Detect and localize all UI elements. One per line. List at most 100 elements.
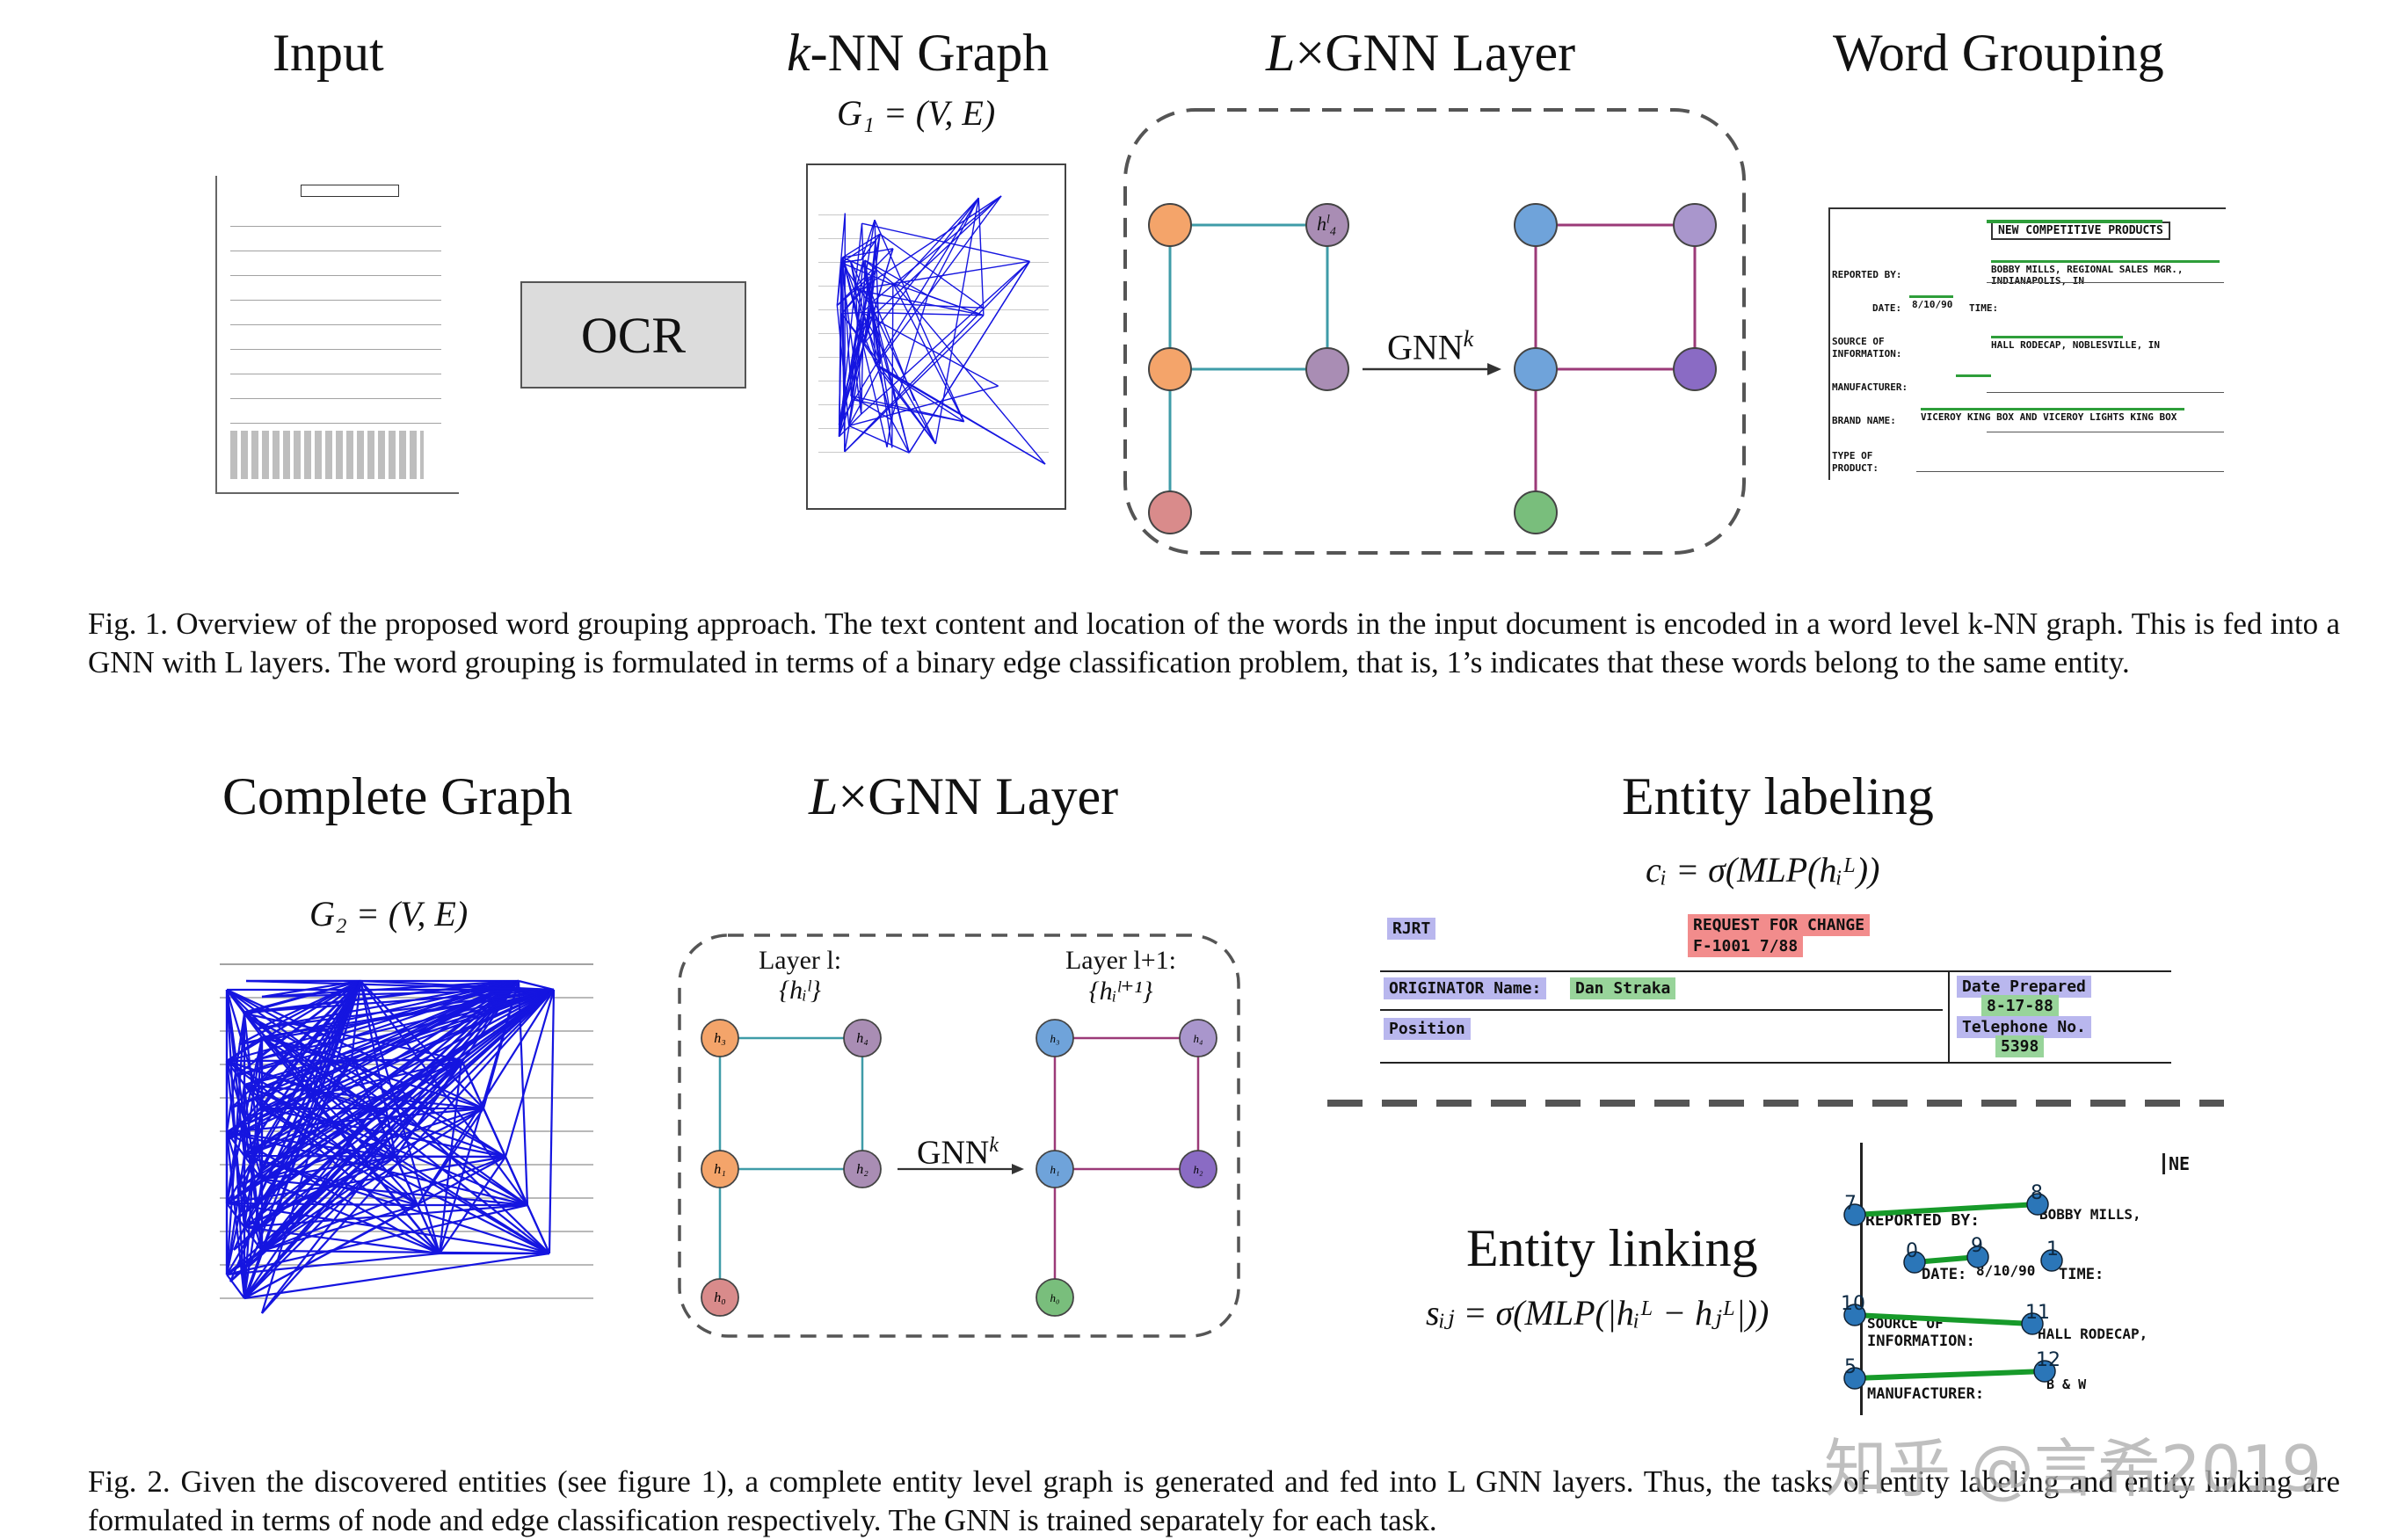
fig1-title-input: Input <box>273 23 384 84</box>
knn-edge <box>850 261 855 290</box>
link-node-label: 0 <box>1906 1240 1918 1262</box>
fig1-node-blue-mid <box>1515 348 1557 390</box>
fig2-layer-l-label: Layer l: {hᵢˡ} <box>752 946 848 1006</box>
fig2-linking-formula: sᵢⱼ = σ(MLP(|hᵢᴸ − hⱼᴸ|)) <box>1426 1292 1769 1333</box>
svg-text:h₀: h₀ <box>1050 1291 1059 1304</box>
entity-labeling-form: RJRT REQUEST FOR CHANGE F-1001 7/88 ORIG… <box>1380 905 2171 1064</box>
fig2-title-gnn-rest: ×GNN Layer <box>838 767 1118 825</box>
fig1-title-word-grouping: Word Grouping <box>1833 23 2164 84</box>
form-top-rule <box>1380 970 2171 972</box>
svg-text:h₁: h₁ <box>1050 1163 1059 1176</box>
wg-rule-2 <box>1987 392 2224 393</box>
fig1-title-gnn-l: L <box>1266 24 1295 82</box>
knn-edge <box>881 367 1045 464</box>
knn-graph-edges <box>808 165 1065 508</box>
input-doc-header <box>301 185 399 197</box>
svg-text:h₃: h₃ <box>1050 1032 1059 1045</box>
wg-field-brand: BRAND NAME: <box>1832 415 1896 426</box>
fig1-arrow-label: GNNk <box>1387 321 1473 367</box>
form-divider <box>1948 970 1950 1064</box>
fig1-node-purple-mid <box>1306 348 1348 390</box>
layer-l-title: Layer l: <box>752 946 848 976</box>
wg-rule-4 <box>1916 471 2224 472</box>
fig1-node-green-bottom <box>1515 491 1557 534</box>
fig2-arrow-label: GNNk <box>917 1127 999 1173</box>
wg-field-type: TYPE OF PRODUCT: <box>1832 450 1893 475</box>
knn-edge <box>928 198 979 295</box>
wg-field-manufacturer: MANUFACTURER: <box>1832 381 1908 393</box>
knn-edge <box>862 223 1030 261</box>
complete-graph-edges <box>220 963 593 1324</box>
input-doc-lines <box>230 207 441 426</box>
fig2-title-gnn-l: L <box>809 767 838 825</box>
label-request: REQUEST FOR CHANGE <box>1688 914 1870 936</box>
knn-edge <box>891 420 909 454</box>
svg-text:h₂: h₂ <box>856 1162 868 1177</box>
wg-group-source <box>1991 336 2123 338</box>
label-originator: ORIGINATOR Name: <box>1384 977 1546 999</box>
wg-group-manufacturer <box>1956 374 1991 377</box>
label-date-value: 8-17-88 <box>1981 995 2059 1017</box>
svg-text:h₁: h₁ <box>714 1162 726 1177</box>
form-mid-rule <box>1380 1009 1943 1011</box>
fig1-node-orange-top <box>1149 204 1191 246</box>
wg-group-brand <box>1921 408 2184 410</box>
label-code: F-1001 7/88 <box>1688 935 1803 957</box>
layer-l1-title: Layer l+1: <box>1050 946 1191 976</box>
link-node-label: 8 <box>2031 1182 2043 1204</box>
fig2-labeling-formula: cᵢ = σ(MLP(hᵢᴸ)) <box>1646 849 1879 890</box>
word-grouping-document: NEW COMPETITIVE PRODUCTS REPORTED BY: BO… <box>1811 207 2226 480</box>
wg-left-rule <box>1828 207 1830 480</box>
ocr-box: OCR <box>520 281 746 389</box>
svg-text:h₀: h₀ <box>714 1290 726 1305</box>
svg-text:h₄: h₄ <box>856 1031 868 1046</box>
fig1-node-lavender-top <box>1674 204 1716 246</box>
link-node-label: 12 <box>2036 1349 2060 1371</box>
watermark: 知乎 @言希2019 <box>1824 1417 2322 1509</box>
svg-text:h₃: h₃ <box>714 1031 726 1046</box>
label-telephone-value: 5398 <box>1995 1035 2044 1057</box>
fig1-title-knn-rest: -NN Graph <box>810 24 1050 82</box>
svg-text:h₄: h₄ <box>1193 1032 1203 1045</box>
fig1-title-knn-k: k <box>787 24 810 82</box>
link-node-label: 11 <box>2025 1302 2050 1324</box>
knn-edge <box>861 196 1001 327</box>
fig2-complete-formula: G₂ = (V, E) <box>309 893 468 934</box>
link-node-label: 1 <box>2046 1239 2059 1260</box>
fig1-input-document <box>215 176 459 494</box>
wg-field-source: SOURCE OF INFORMATION: <box>1832 336 1911 360</box>
fig1-node-pink-bottom <box>1149 491 1191 534</box>
fig1-node-violet-mid <box>1674 348 1716 390</box>
fig1-title-gnn: L×GNN Layer <box>1266 23 1575 84</box>
label-originator-value: Dan Straka <box>1570 977 1675 999</box>
fig2-title-linking: Entity linking <box>1466 1218 1758 1279</box>
wg-value-reported: BOBBY MILLS, REGIONAL SALES MGR., INDIAN… <box>1991 264 2226 287</box>
fig1-title-knn: k-NN Graph <box>787 23 1049 84</box>
layer-l1-set: {hᵢˡ⁺¹} <box>1050 976 1191 1006</box>
fig1-knn-formula: G₁ = (V, E) <box>837 92 995 134</box>
label-rjrt: RJRT <box>1387 918 1435 940</box>
link-node-label: 9 <box>1971 1235 1983 1257</box>
fig1-caption: Fig. 1. Overview of the proposed word gr… <box>88 605 2340 682</box>
knn-edge <box>861 220 875 259</box>
fig2-title-gnn: L×GNN Layer <box>809 766 1118 827</box>
wg-header-group <box>1987 220 2162 223</box>
wg-rule-1 <box>1987 282 2224 283</box>
complete-graph-document <box>220 963 593 1324</box>
wg-top-rule <box>1828 207 2226 209</box>
wg-group-reported <box>1991 260 2220 263</box>
form-bottom-rule <box>1380 1062 2171 1064</box>
wg-header-box: NEW COMPETITIVE PRODUCTS <box>1991 222 2170 240</box>
label-position: Position <box>1384 1018 1471 1040</box>
fig1-title-gnn-rest: ×GNN Layer <box>1295 24 1575 82</box>
input-doc-footer-text <box>230 431 424 479</box>
complete-graph-edge <box>549 990 554 1253</box>
fig2-title-complete: Complete Graph <box>222 766 572 827</box>
fig1-node-orange-mid <box>1149 348 1191 390</box>
link-node-label: 10 <box>1841 1293 1865 1315</box>
fig2-layer-l1-label: Layer l+1: {hᵢˡ⁺¹} <box>1050 946 1191 1006</box>
wg-field-reported: REPORTED BY: <box>1832 269 1901 280</box>
wg-value-brand: VICEROY KING BOX AND VICEROY LIGHTS KING… <box>1921 411 2177 423</box>
entity-linking-document: NE REPORTED BY: BOBBY MILLS, DATE: 8/10/… <box>1828 1143 2198 1415</box>
